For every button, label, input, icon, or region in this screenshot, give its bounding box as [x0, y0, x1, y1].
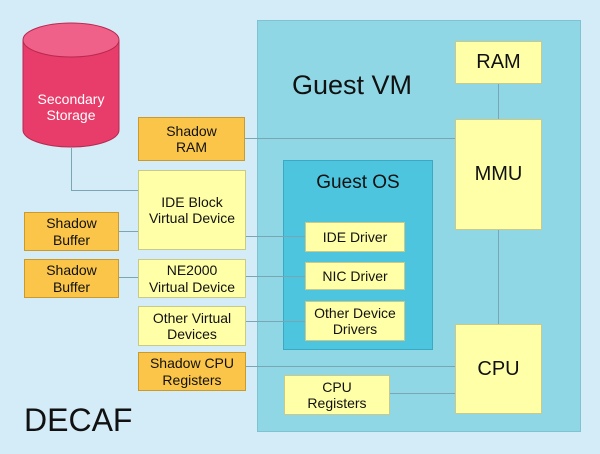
other-device-drivers-box: Other Device Drivers	[305, 301, 405, 341]
ne2000-virtual-device-box: NE2000 Virtual Device	[138, 259, 246, 298]
connector-storage-ide	[71, 148, 72, 190]
connector-storage-ide-h	[71, 190, 138, 191]
mmu-box: MMU	[455, 119, 542, 230]
guest-os-label: Guest OS	[316, 172, 400, 193]
decaf-title: DECAF	[24, 402, 133, 438]
connector-cpuregs-cpu	[390, 393, 456, 394]
nic-driver-box: NIC Driver	[305, 262, 405, 290]
other-virtual-devices-box: Other Virtual Devices	[138, 306, 246, 346]
ram-box: RAM	[455, 41, 542, 84]
connector-ne2000-nicdriver	[246, 276, 305, 277]
connector-shadowcpu-cpu	[246, 366, 456, 367]
ide-driver-box: IDE Driver	[305, 222, 405, 252]
cpu-registers-box: CPU Registers	[284, 375, 390, 415]
connector-mmu-cpu	[498, 230, 499, 324]
shadow-buffer-box-1: Shadow Buffer	[24, 212, 119, 251]
secondary-storage-label: Secondary Storage	[37, 90, 105, 123]
connector-shadowram-mmu	[245, 138, 455, 139]
connector-shadowbuffer2-ne2000	[119, 277, 138, 278]
connector-ram-mmu	[498, 84, 499, 119]
connector-shadowbuffer1-ide	[119, 231, 138, 232]
shadow-buffer-box-2: Shadow Buffer	[24, 259, 119, 298]
shadow-ram-box: Shadow RAM	[138, 117, 245, 161]
ide-block-virtual-device-box: IDE Block Virtual Device	[138, 170, 246, 250]
cpu-box: CPU	[455, 324, 542, 414]
secondary-storage-cylinder	[22, 22, 120, 148]
guest-vm-label: Guest VM	[292, 70, 413, 100]
connector-othervirtual-otherdrivers	[246, 321, 305, 322]
connector-ide-idedriver	[246, 236, 305, 237]
shadow-cpu-registers-box: Shadow CPU Registers	[138, 352, 246, 391]
